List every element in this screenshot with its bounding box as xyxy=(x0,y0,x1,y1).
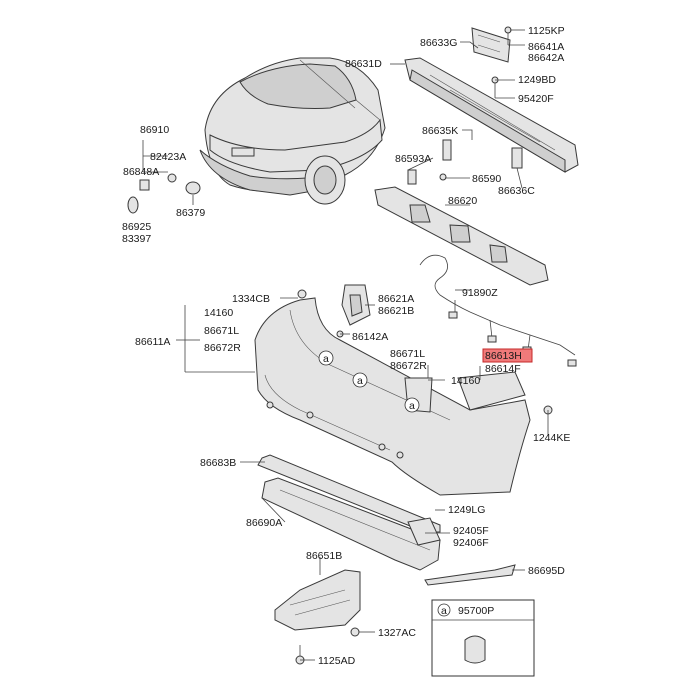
label-86631D: 86631D xyxy=(345,58,382,70)
label-92406F: 92406F xyxy=(453,537,489,549)
label-86611A: 86611A xyxy=(135,336,170,348)
label-1249LG: 1249LG xyxy=(448,504,485,516)
highlight-box xyxy=(482,348,533,363)
label-1125AD: 1125AD xyxy=(318,655,356,667)
label-86613H: 86613H xyxy=(485,350,522,362)
rear-bumper-beam xyxy=(404,57,579,173)
label-86620: 86620 xyxy=(448,195,477,207)
label-86672R-a: 86672R xyxy=(204,342,241,354)
label-14160-a: 14160 xyxy=(204,307,233,319)
label-86636C: 86636C xyxy=(498,185,535,197)
undercover xyxy=(274,569,361,665)
label-86671L-b: 86671L xyxy=(390,348,425,360)
ref-a-3: a xyxy=(409,400,415,412)
inset-ref-a: a xyxy=(441,605,447,617)
label-95420F: 95420F xyxy=(518,93,554,105)
label-86695D: 86695D xyxy=(528,565,565,577)
label-86642A: 86642A xyxy=(528,52,564,64)
side-garnish xyxy=(424,564,516,586)
label-86672R-b: 86672R xyxy=(390,360,427,372)
label-83397: 83397 xyxy=(122,233,151,245)
label-92405F: 92405F xyxy=(453,525,489,537)
beam-fasteners xyxy=(407,26,523,185)
car-rear-illustration xyxy=(199,57,386,205)
label-86614F: 86614F xyxy=(485,363,521,375)
label-86142A: 86142A xyxy=(352,331,388,343)
rear-bumper-cover xyxy=(254,297,531,496)
label-82423A: 82423A xyxy=(150,151,186,163)
label-86379: 86379 xyxy=(176,207,205,219)
label-86683B: 86683B xyxy=(200,457,236,469)
label-86910: 86910 xyxy=(140,124,169,136)
label-1249BD: 1249BD xyxy=(518,74,556,86)
label-86848A: 86848A xyxy=(123,166,159,178)
reflector xyxy=(407,517,441,546)
small-parts-left xyxy=(127,140,201,214)
label-1327AC: 1327AC xyxy=(378,627,416,639)
ref-a-2: a xyxy=(357,375,363,387)
label-86621A: 86621A xyxy=(378,293,414,305)
beam-bracket xyxy=(471,27,511,63)
leader-lines xyxy=(176,29,549,661)
label-1244KE: 1244KE xyxy=(533,432,570,444)
energy-absorber xyxy=(374,186,549,286)
part-labels: 1125KP 86633G 86641A 86642A 86631D 1249B… xyxy=(122,25,570,667)
label-91890Z: 91890Z xyxy=(462,287,498,299)
label-86593A: 86593A xyxy=(395,153,431,165)
label-86671L-a: 86671L xyxy=(204,325,239,337)
label-86925: 86925 xyxy=(122,221,151,233)
label-86690A: 86690A xyxy=(246,517,282,529)
label-86621B: 86621B xyxy=(378,305,414,317)
label-86641A: 86641A xyxy=(528,41,564,53)
lower-strip xyxy=(257,454,441,533)
reference-marks: a a a xyxy=(318,350,420,413)
label-1125KP: 1125KP xyxy=(528,25,565,37)
label-14160-b: 14160 xyxy=(451,375,480,387)
label-86635K: 86635K xyxy=(422,125,458,137)
label-86651B: 86651B xyxy=(306,550,342,562)
inset-95700P: a xyxy=(431,599,535,677)
label-95700P: 95700P xyxy=(458,605,494,617)
ref-a-1: a xyxy=(323,353,329,365)
label-86590: 86590 xyxy=(472,173,501,185)
label-1334CB: 1334CB xyxy=(232,293,270,305)
label-86633G: 86633G xyxy=(420,37,457,49)
diffuser xyxy=(261,477,441,571)
